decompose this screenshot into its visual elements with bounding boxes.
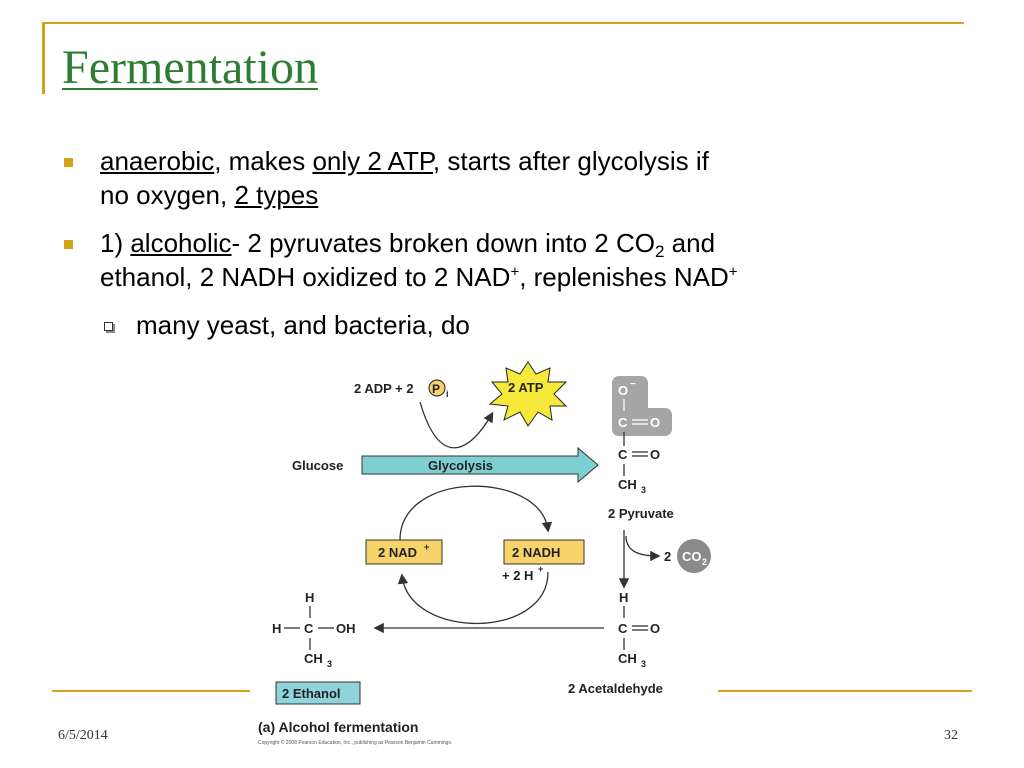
ethanol-box bbox=[275, 681, 361, 705]
nad-superscript: + bbox=[424, 542, 429, 552]
footer-rule-right bbox=[718, 690, 972, 692]
slide-date: 6/5/2014 bbox=[58, 728, 108, 743]
bullet-1-text-a: , makes bbox=[214, 146, 313, 176]
h-label: + 2 H bbox=[502, 568, 533, 583]
acetaldehyde-ch3: CH bbox=[618, 651, 637, 666]
co2-label: CO bbox=[682, 549, 702, 564]
co2-release-arrow bbox=[625, 535, 661, 562]
acetaldehyde-h: H bbox=[619, 590, 628, 605]
co2-circle bbox=[677, 539, 711, 573]
slide-title: Fermentation bbox=[62, 41, 318, 94]
glycolysis-arrow bbox=[361, 446, 599, 484]
acetaldehyde-label: 2 Acetaldehyde bbox=[568, 681, 663, 696]
nad-label: 2 NAD bbox=[378, 545, 417, 560]
ethanol-oh: OH bbox=[336, 621, 356, 636]
bullet-2: 1) alcoholic- 2 pyruvates broken down in… bbox=[100, 226, 738, 294]
glycolysis-label: Glycolysis bbox=[428, 458, 493, 473]
bullet-2-alcoholic: alcoholic bbox=[130, 228, 232, 258]
nad-box bbox=[365, 539, 443, 565]
pyruvate-ch3: CH bbox=[618, 477, 637, 492]
bullet-1: anaerobic, makes only 2 ATP, starts afte… bbox=[100, 144, 709, 212]
phosphate-icon bbox=[428, 379, 446, 397]
sub-bullet-1: many yeast, and bacteria, do bbox=[136, 310, 470, 340]
pyruvate-carboxyl-highlight-ext bbox=[612, 408, 672, 436]
nadh-oxidation-arrow bbox=[397, 571, 549, 625]
bullet-1-line2: no oxygen, bbox=[100, 180, 235, 210]
bullet-1-only-2-atp: only 2 ATP bbox=[312, 146, 433, 176]
bullet-2-line2b: , replenishes NAD bbox=[519, 262, 729, 292]
bullet-2-sup2: + bbox=[728, 263, 738, 281]
nadh-label: 2 NADH bbox=[512, 545, 560, 560]
bullet-1-anaerobic: anaerobic bbox=[100, 146, 215, 176]
bullet-2-text-b: and bbox=[664, 228, 716, 258]
ethanol-ch3-subscript: 3 bbox=[327, 659, 332, 669]
title-accent-horizontal bbox=[42, 22, 964, 24]
pyruvate-o2: O bbox=[650, 447, 660, 462]
pyruvate-o-minus: O bbox=[618, 383, 628, 398]
atp-label: 2 ATP bbox=[508, 380, 544, 395]
slide-page-number: 32 bbox=[944, 728, 958, 743]
atp-starburst-icon bbox=[488, 361, 568, 427]
h-superscript: + bbox=[538, 564, 543, 574]
sub-bullet-checkbox-icon bbox=[104, 322, 113, 331]
pyruvate-c1: C bbox=[618, 415, 628, 430]
adp-label: 2 ADP + 2 bbox=[354, 381, 414, 396]
footer-rule-left bbox=[52, 690, 250, 692]
bullet-2-line2a: ethanol, 2 NADH oxidized to 2 NAD bbox=[100, 262, 511, 292]
diagram-caption: (a) Alcohol fermentation bbox=[258, 719, 419, 735]
alcohol-fermentation-diagram: 2 ADP + 2 P i 2 ATP Glucose Glycolysis 2… bbox=[258, 361, 711, 746]
pyruvate-label: 2 Pyruvate bbox=[608, 506, 674, 521]
glucose-label: Glucose bbox=[292, 458, 343, 473]
bullet-2-sup1: + bbox=[510, 263, 520, 281]
bullet-2-text-a: - 2 pyruvates broken down into 2 CO bbox=[231, 228, 655, 258]
ethanol-h-top: H bbox=[305, 590, 314, 605]
co2-subscript: 2 bbox=[702, 557, 707, 567]
bullet-2-co2-subscript: 2 bbox=[654, 242, 665, 261]
pyruvate-c2: C bbox=[618, 447, 628, 462]
acetaldehyde-o: O bbox=[650, 621, 660, 636]
co2-prefix: 2 bbox=[664, 549, 671, 564]
ethanol-label: 2 Ethanol bbox=[282, 686, 341, 701]
pyruvate-o1: O bbox=[650, 415, 660, 430]
nadh-box bbox=[503, 539, 585, 565]
pyruvate-ch3-subscript: 3 bbox=[641, 485, 646, 495]
bullet-2-prefix: 1) bbox=[100, 228, 131, 258]
ethanol-c: C bbox=[304, 621, 314, 636]
bullet-square-icon bbox=[64, 240, 73, 249]
ethanol-h-left: H bbox=[272, 621, 281, 636]
phosphate-subscript: i bbox=[446, 389, 449, 399]
acetaldehyde-ch3-subscript: 3 bbox=[641, 659, 646, 669]
ethanol-ch3: CH bbox=[304, 651, 323, 666]
bullet-1-text-b: , starts after glycolysis if bbox=[432, 146, 709, 176]
diagram-copyright: Copyright © 2008 Pearson Education, Inc.… bbox=[258, 739, 452, 746]
bullet-1-2-types: 2 types bbox=[234, 180, 319, 210]
phosphate-label: P bbox=[432, 382, 440, 396]
atp-production-arrow bbox=[419, 401, 494, 449]
title-accent-vertical bbox=[42, 22, 45, 94]
pyruvate-minus-sign: − bbox=[630, 379, 636, 390]
acetaldehyde-c: C bbox=[618, 621, 628, 636]
bullet-square-icon bbox=[64, 158, 73, 167]
nad-reduction-arrow bbox=[399, 485, 553, 541]
